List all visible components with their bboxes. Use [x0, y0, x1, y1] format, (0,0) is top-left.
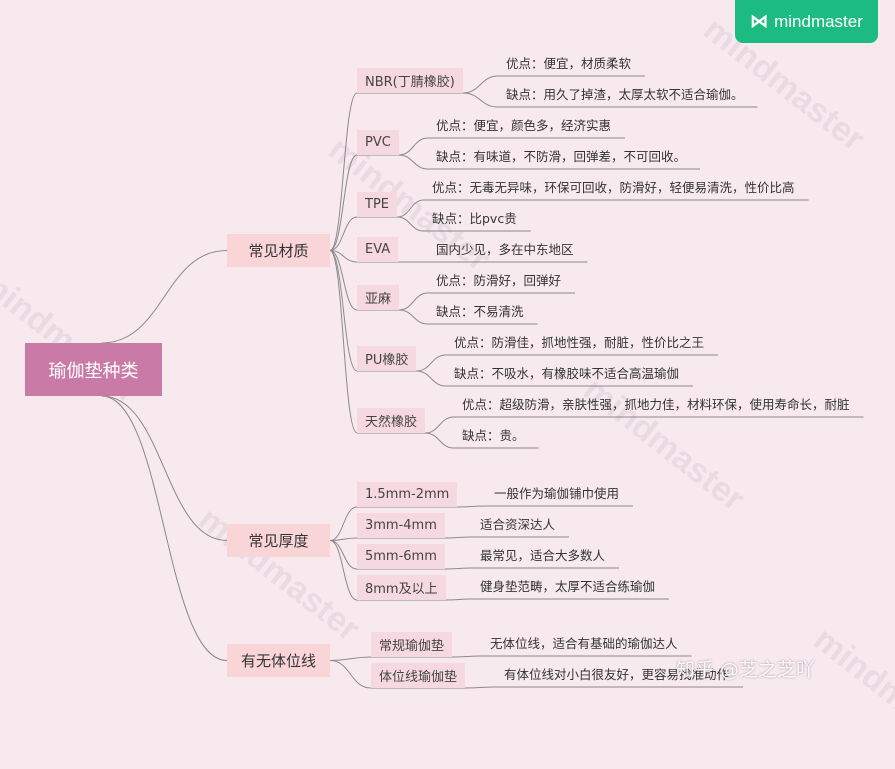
leaf-text: 无体位线，适合有基础的瑜伽达人	[490, 636, 678, 651]
subtopic-5mm[interactable]: 5mm-6mm	[357, 544, 445, 569]
subtopic-to-leaf-connector	[424, 416, 455, 434]
subtopic-to-leaf-connector	[462, 92, 499, 108]
root-topic[interactable]: 瑜伽垫种类	[25, 343, 162, 396]
leaf-text: 优点：便宜，材质柔软	[506, 56, 632, 71]
mindmaster-brand-badge: ⋈ mindmaster	[735, 0, 878, 43]
subtopic-eva[interactable]: EVA	[357, 237, 399, 262]
subtopic-to-leaf-connector	[465, 686, 497, 689]
leaf-text: 缺点：不易清洗	[436, 304, 524, 319]
leaf-text: 最常见，适合大多数人	[480, 548, 606, 563]
topic-to-subtopic-connector	[329, 660, 372, 689]
subtopic-to-leaf-connector	[445, 598, 473, 601]
leaf-text: 优点：防滑佳，抓地性强，耐脏，性价比之王	[454, 335, 705, 350]
root-to-topic-connector	[101, 395, 228, 661]
topic-to-subtopic-connector	[329, 537, 358, 541]
leaf-text: 缺点：有味道，不防滑，回弹差，不可回收。	[436, 149, 687, 164]
topic-to-subtopic-connector	[329, 540, 358, 601]
topic-to-subtopic-connector	[329, 216, 358, 251]
subtopic-nbr[interactable]: NBR(丁腈橡胶)	[357, 68, 463, 93]
connector-lines	[101, 75, 864, 689]
subtopic-regular-mat[interactable]: 常规瑜伽垫	[371, 632, 453, 657]
leaf-text: 优点：便宜，颜色多，经济实惠	[436, 118, 612, 133]
subtopic-natural-rubber[interactable]: 天然橡胶	[357, 408, 426, 433]
leaf-text: 缺点：贵。	[462, 428, 525, 443]
subtopic-pvc[interactable]: PVC	[357, 130, 399, 155]
subtopic-to-leaf-connector	[398, 309, 429, 325]
leaf-text: 缺点：用久了掉渣，太厚太软不适合瑜伽。	[506, 87, 744, 102]
topic-to-subtopic-connector	[329, 250, 358, 434]
leaf-text: 优点：超级防滑，亲肤性强，抓地力佳，材料环保，使用寿命长，耐脏	[462, 397, 850, 412]
author-credit: 知乎 @芝之芝吖	[676, 659, 816, 681]
leaf-text: 优点：防滑好，回弹好	[436, 273, 562, 288]
brand-name: mindmaster	[774, 11, 863, 31]
subtopic-linen[interactable]: 亚麻	[357, 285, 400, 310]
root-to-topic-connector	[101, 250, 228, 344]
topic-to-subtopic-connector	[329, 250, 358, 311]
leaf-text: 适合资深达人	[480, 517, 556, 532]
subtopic-to-leaf-connector	[396, 216, 425, 232]
subtopic-to-leaf-connector	[462, 75, 499, 94]
topic-thickness[interactable]: 常见厚度	[227, 524, 330, 557]
leaf-text: 缺点：不吸水，有橡胶味不适合高温瑜伽	[454, 366, 680, 381]
leaf-text: 优点：无毒无异味，环保可回收，防滑好，轻便易清洗，性价比高	[432, 180, 795, 195]
subtopic-8mm[interactable]: 8mm及以上	[357, 575, 446, 600]
subtopic-to-leaf-connector	[424, 432, 455, 449]
subtopic-to-leaf-connector	[396, 199, 425, 218]
root-to-topic-connector	[101, 395, 228, 541]
subtopic-to-leaf-connector	[444, 536, 473, 539]
subtopic-tpe[interactable]: TPE	[357, 192, 397, 217]
subtopic-pu-rubber[interactable]: PU橡胶	[357, 346, 417, 371]
subtopic-to-leaf-connector	[416, 370, 447, 387]
subtopic-to-leaf-connector	[457, 505, 487, 508]
subtopic-1-5mm[interactable]: 1.5mm-2mm	[357, 482, 458, 507]
mindmaster-logo-icon: ⋈	[750, 11, 769, 31]
subtopic-to-leaf-connector	[416, 354, 447, 372]
subtopic-3mm[interactable]: 3mm-4mm	[357, 513, 445, 538]
leaf-text: 有体位线对小白很友好，更容易找准动作	[504, 667, 730, 682]
topic-materials[interactable]: 常见材质	[227, 234, 330, 267]
leaf-text: 健身垫范畴，太厚不适合练瑜伽	[480, 579, 656, 594]
subtopic-to-leaf-connector	[398, 154, 429, 170]
topic-to-subtopic-connector	[329, 656, 372, 661]
subtopic-to-leaf-connector	[398, 137, 429, 156]
subtopic-position-line-mat[interactable]: 体位线瑜伽垫	[371, 663, 466, 688]
topic-to-subtopic-connector	[329, 154, 358, 251]
topic-position-lines[interactable]: 有无体位线	[227, 644, 330, 677]
topic-to-subtopic-connector	[329, 92, 358, 251]
topic-to-subtopic-connector	[329, 250, 358, 263]
subtopic-to-leaf-connector	[398, 292, 429, 311]
topic-to-subtopic-connector	[329, 540, 358, 570]
topic-to-subtopic-connector	[329, 250, 358, 372]
leaf-text: 国内少见，多在中东地区	[436, 242, 574, 257]
subtopic-to-leaf-connector	[444, 567, 473, 570]
leaf-text: 一般作为瑜伽铺巾使用	[494, 486, 620, 501]
subtopic-to-leaf-connector	[452, 655, 483, 658]
leaf-text: 缺点：比pvc贵	[432, 211, 517, 226]
topic-to-subtopic-connector	[329, 506, 358, 541]
